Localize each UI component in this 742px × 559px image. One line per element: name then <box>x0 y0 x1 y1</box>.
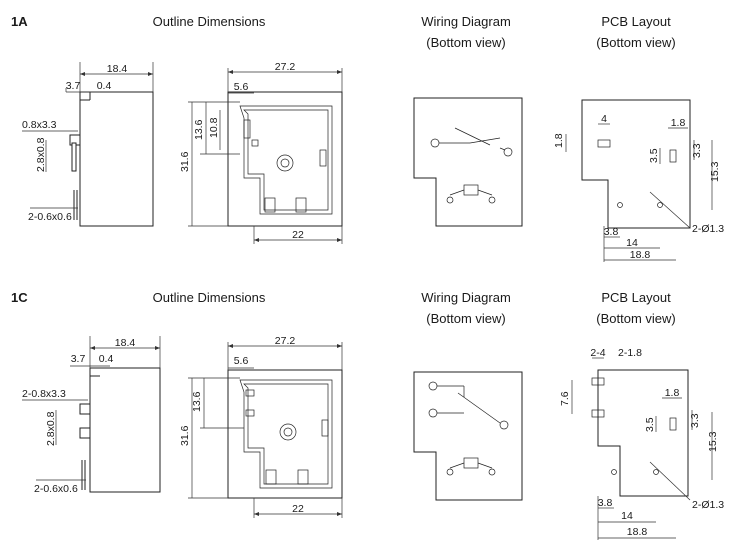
dim-height: 31.6 <box>179 425 191 446</box>
pcb-heading-1a: PCB Layout <box>601 14 671 29</box>
dim-w2: 2-1.8 <box>618 347 642 359</box>
dim-height: 31.6 <box>179 151 191 172</box>
dim-hole: 2-Ø1.3 <box>692 223 724 235</box>
side-body <box>89 367 161 493</box>
inner-outline <box>239 379 333 489</box>
dim-bottom: 22 <box>292 503 304 515</box>
dim-bottom: 22 <box>292 229 304 241</box>
dim-v4: 15.3 <box>707 431 719 452</box>
dim-offset: 3.7 <box>66 80 81 92</box>
hole <box>611 469 617 475</box>
dim-w1: 2-4 <box>590 347 605 359</box>
dim-gap: 0.4 <box>99 353 114 365</box>
dim-width: 27.2 <box>275 335 296 347</box>
pad <box>591 409 605 418</box>
outline-heading-1c: Outline Dimensions <box>152 290 266 305</box>
dim-v1: 1.8 <box>553 133 565 148</box>
dim-pin-c: 2-0.6x0.6 <box>34 483 78 495</box>
hole <box>657 202 663 208</box>
dim-offset: 3.7 <box>71 353 86 365</box>
dim-v3: 3.3 <box>689 413 701 428</box>
pcb-outline <box>581 99 691 229</box>
pin <box>79 427 91 439</box>
dim-v2: 3.5 <box>644 417 656 432</box>
dim-pin-c: 2-0.6x0.6 <box>28 211 72 223</box>
pad <box>669 149 677 163</box>
terminal <box>446 196 454 204</box>
front-view-1a: 27.2 5.6 31.6 13.6 10.8 22 <box>179 61 343 244</box>
pad <box>669 417 677 431</box>
terminal <box>446 468 454 476</box>
wiring-heading-1c: Wiring Diagram <box>421 290 511 305</box>
dim-v0: 7.6 <box>559 391 571 406</box>
pin <box>79 403 91 415</box>
pad <box>597 139 611 148</box>
dim-w3: 1.8 <box>665 387 680 399</box>
dim-b1: 3.8 <box>604 226 619 238</box>
wiring-diagram-1a <box>413 97 523 227</box>
dim-v3: 3.3 <box>691 143 703 158</box>
dim-b3: 18.8 <box>630 249 651 261</box>
dim-b3: 18.8 <box>627 526 648 538</box>
wiring-outline <box>413 371 523 501</box>
pin <box>71 142 77 172</box>
wiring-subheading-1a: (Bottom view) <box>426 35 506 50</box>
terminal <box>499 420 509 430</box>
side-view-1c: 18.4 3.7 0.4 2-0.8x3.3 2.8x0.8 2-0.6x0.6 <box>22 336 161 495</box>
terminal <box>488 196 496 204</box>
dim-h1: 13.6 <box>191 391 203 412</box>
front-body <box>227 369 343 499</box>
dim-pin-b: 2.8x0.8 <box>45 411 57 446</box>
model-label-1c: 1C <box>11 290 28 305</box>
pcb-outline <box>597 369 689 497</box>
wiring-heading-1a: Wiring Diagram <box>421 14 511 29</box>
dim-v4: 15.3 <box>709 161 721 182</box>
side-view-1a: 18.4 3.7 0.4 0.8x3.3 2.8x0.8 2-0.6x0.6 <box>22 62 154 227</box>
pcb-heading-1c: PCB Layout <box>601 290 671 305</box>
dim-pin-b: 2.8x0.8 <box>35 137 47 172</box>
dim-pin-a: 0.8x3.3 <box>22 119 57 131</box>
pcb-layout-1a: 4 1.8 1.8 3.5 3.3 15.3 3.8 14 18.8 2-Ø1.… <box>553 99 724 262</box>
dim-width: 18.4 <box>115 337 136 349</box>
hole <box>653 469 659 475</box>
side-body <box>79 91 154 227</box>
wiring-subheading-1c: (Bottom view) <box>426 311 506 326</box>
dim-b1: 3.8 <box>598 497 613 509</box>
wiring-diagram-1c <box>413 371 523 501</box>
dim-h2: 10.8 <box>208 117 220 138</box>
mounting-hole <box>279 423 297 441</box>
terminal <box>488 468 496 476</box>
dim-top: 5.6 <box>234 81 249 93</box>
dim-top: 5.6 <box>234 355 249 367</box>
outline-heading-1a: Outline Dimensions <box>152 14 266 29</box>
pcb-subheading-1c: (Bottom view) <box>596 311 676 326</box>
model-label-1a: 1A <box>11 14 28 29</box>
pad <box>591 377 605 386</box>
mounting-hole <box>276 154 294 172</box>
dim-w2: 1.8 <box>671 117 686 129</box>
pcb-subheading-1a: (Bottom view) <box>596 35 676 50</box>
pcb-layout-1c: 2-4 2-1.8 7.6 1.8 3.5 3.3 15.3 3.8 14 18… <box>559 347 724 540</box>
hole <box>617 202 623 208</box>
dim-hole: 2-Ø1.3 <box>692 499 724 511</box>
dim-width: 18.4 <box>107 63 128 75</box>
dim-b2: 14 <box>626 237 638 249</box>
front-view-1c: 27.2 5.6 31.6 13.6 22 <box>179 335 343 518</box>
dim-pin-a: 2-0.8x3.3 <box>22 388 66 400</box>
dim-v2: 3.5 <box>648 148 660 163</box>
dim-w1: 4 <box>601 113 607 125</box>
dim-width: 27.2 <box>275 61 296 73</box>
dim-gap: 0.4 <box>97 80 112 92</box>
dim-b2: 14 <box>621 510 633 522</box>
wiring-outline <box>413 97 523 227</box>
dim-h1: 13.6 <box>193 119 205 140</box>
terminal <box>503 147 513 157</box>
